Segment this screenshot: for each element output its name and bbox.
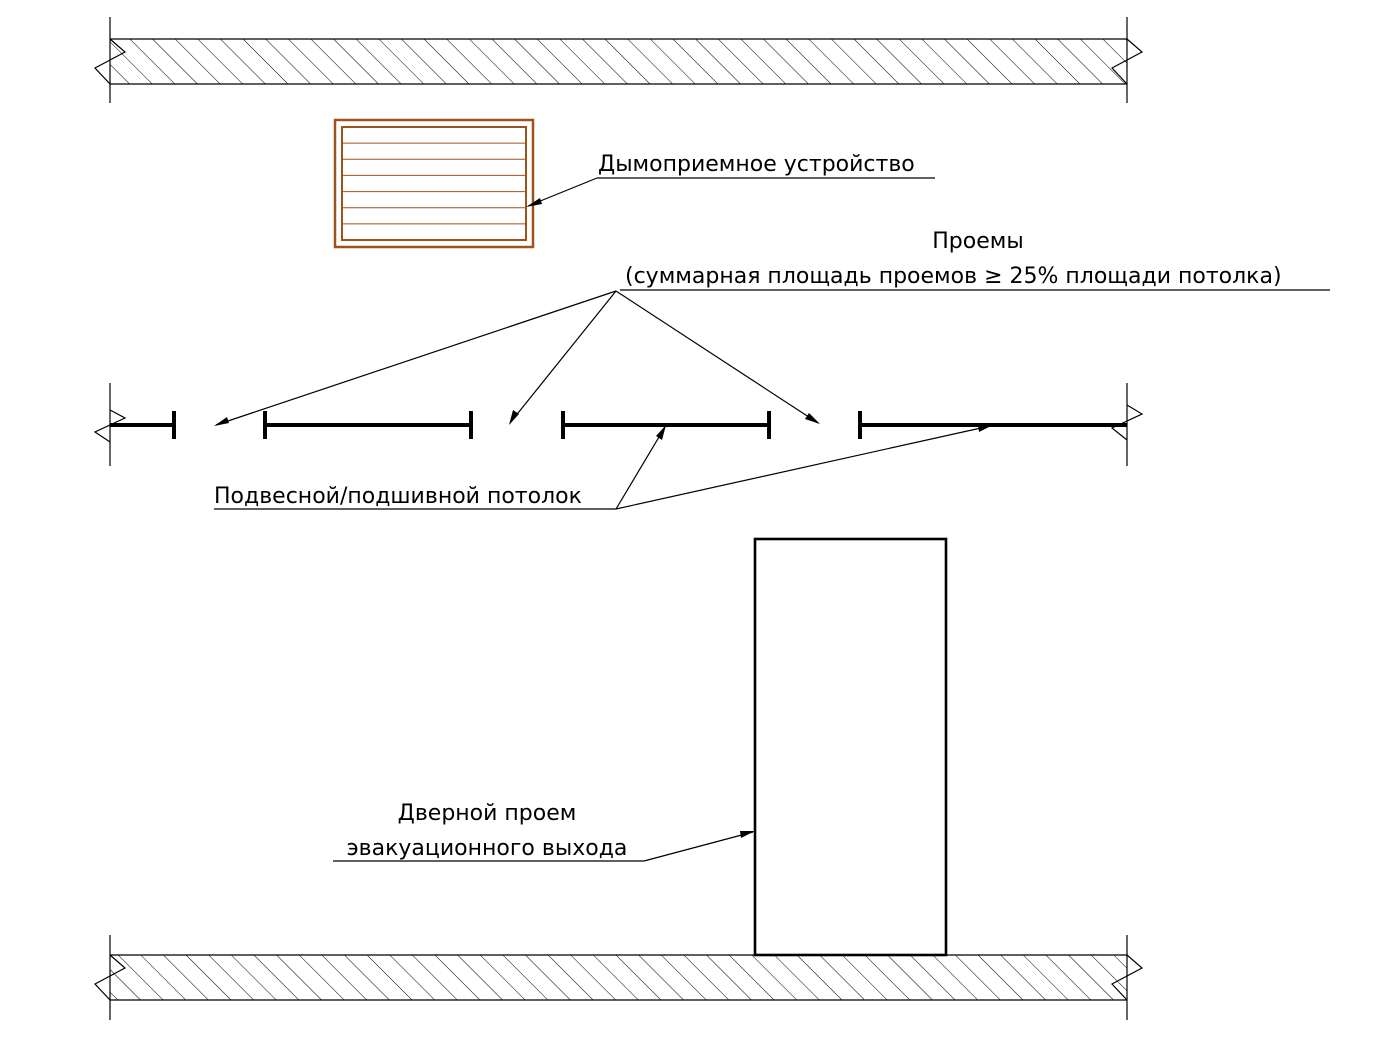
openings-leaders	[214, 290, 820, 426]
grille-inner-frame	[341, 126, 527, 241]
evacuation-door-opening	[753, 537, 948, 957]
openings-title: Проемы	[932, 229, 1023, 254]
ceiling-leaders	[214, 425, 993, 510]
grille-outer-frame	[333, 118, 535, 249]
bottom-slab	[94, 935, 1144, 1020]
door-label-line2: эвакуационного выхода	[347, 836, 628, 861]
openings-note: (суммарная площадь проемов ≥ 25% площади…	[625, 264, 1282, 289]
smoke-intake-device	[333, 118, 535, 249]
smoke-intake-label: Дымоприемное устройство	[598, 152, 915, 177]
ceiling-label: Подвесной/подшивной потолок	[214, 484, 582, 509]
suspended-ceiling	[93, 383, 1144, 466]
door-label-line1: Дверной проем	[398, 801, 577, 826]
top-slab	[94, 17, 1144, 103]
smoke-intake-leader	[526, 177, 935, 207]
door-leader	[333, 831, 755, 862]
